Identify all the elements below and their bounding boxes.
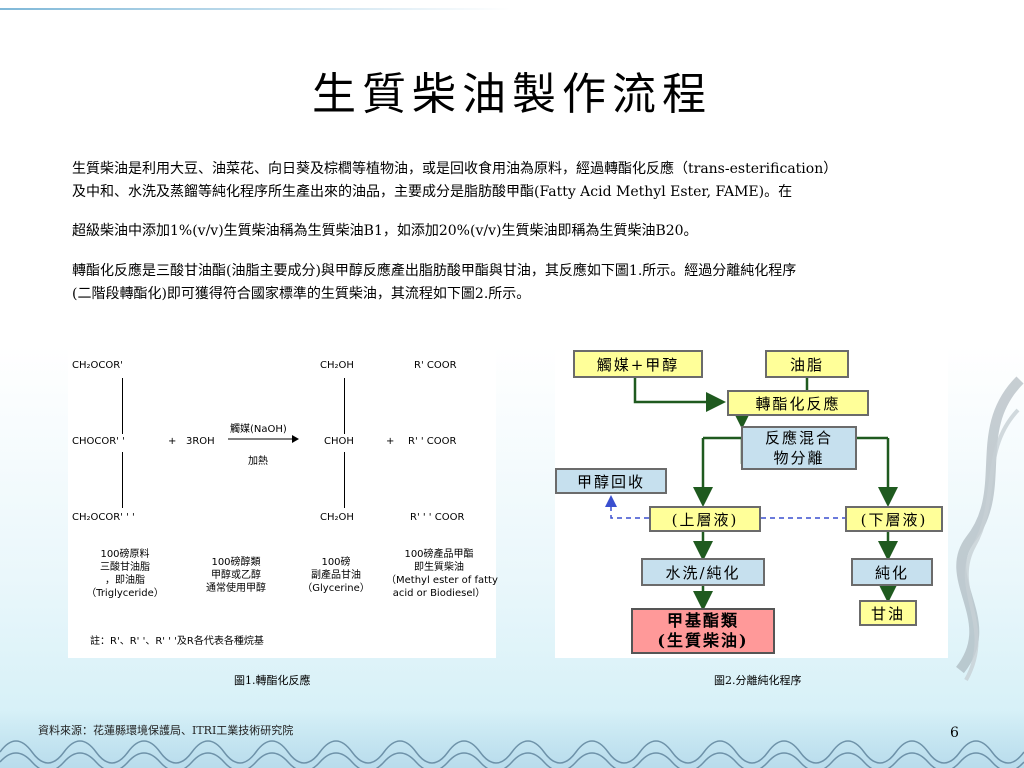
reactant-row1: CH₂OCOR' xyxy=(72,360,123,371)
reactant-row3: CH₂OCOR' ' ' xyxy=(72,512,135,523)
glycerol-row2: CHOH xyxy=(324,436,354,447)
figure2-caption: 圖2.分離純化程序 xyxy=(714,674,802,687)
reaction-figure: CH₂OCOR' CH₂OH R' COOR CHOCOR' ' + 3ROH … xyxy=(68,350,498,658)
alcohol: 3ROH xyxy=(186,436,215,447)
box-oil: 油脂 xyxy=(765,350,849,378)
box-wash-purify: 水洗/純化 xyxy=(641,558,765,586)
box-biodiesel-product: 甲基酯類(生質柴油) xyxy=(631,608,775,654)
reaction-paragraph: 轉酯化反應是三酸甘油酯(油脂主要成分)與甲醇反應產出脂肪酸甲酯與甘油，其反應如下… xyxy=(72,260,972,306)
heat-label: 加熱 xyxy=(248,456,268,467)
box-upper-layer: (上層液) xyxy=(649,506,761,532)
label-alcohol: 100磅醇類甲醇或乙醇通常使用甲醇 xyxy=(206,557,266,594)
page-number: 6 xyxy=(950,725,959,741)
glycerol-row3: CH₂OH xyxy=(320,512,354,523)
blend-paragraph: 超級柴油中添加1%(v/v)生質柴油稱為生質柴油B1，如添加20%(v/v)生質… xyxy=(72,223,698,239)
label-glycerine: 100磅副產品甘油（Glycerine） xyxy=(302,557,370,594)
bond-line-left-bottom xyxy=(122,452,123,508)
box-purify: 純化 xyxy=(851,558,933,586)
box-glycerin: 甘油 xyxy=(859,600,917,626)
glycerol-row1: CH₂OH xyxy=(320,360,354,371)
intro-paragraph: 生質柴油是利用大豆、油菜花、向日葵及棕櫚等植物油，或是回收食用油為原料，經過轉酯… xyxy=(72,158,972,204)
footer-wave-band xyxy=(0,710,1024,768)
plus-sign-2: + xyxy=(386,436,395,447)
ester-row1: R' COOR xyxy=(414,360,457,371)
page-title: 生質柴油製作流程 xyxy=(312,69,712,120)
wave-pattern-icon xyxy=(0,740,1024,768)
ester-row2: R' ' COOR xyxy=(408,436,457,447)
dragon-decoration-icon xyxy=(955,376,1024,681)
box-lower-layer: (下層液) xyxy=(845,506,943,532)
intro-line-2: 及中和、水洗及蒸餾等純化程序所生產出來的油品，主要成分是脂肪酸甲酯(Fatty … xyxy=(72,184,793,200)
box-catalyst-methanol: 觸媒+甲醇 xyxy=(573,350,703,378)
process-flow-figure: 觸媒+甲醇 油脂 轉酯化反應 反應混合物分離 甲醇回收 (上層液) (下層液) … xyxy=(555,350,948,658)
box-transesterification: 轉酯化反應 xyxy=(727,390,869,416)
catalyst-label: 觸媒(NaOH) xyxy=(230,424,287,435)
flow-connectors xyxy=(605,376,898,611)
intro-line-1: 生質柴油是利用大豆、油菜花、向日葵及棕櫚等植物油，或是回收食用油為原料，經過轉酯… xyxy=(72,161,838,177)
source-credit: 資料來源：花蓮縣環境保護局、ITRI工業技術研究院 xyxy=(38,724,294,737)
box-mixture-separation: 反應混合物分離 xyxy=(741,426,857,470)
reactant-row2: CHOCOR' ' xyxy=(72,436,125,447)
reaction-arrow xyxy=(228,435,299,443)
alkyl-note: 註：R'、R' '、R' ' '及R各代表各種烷基 xyxy=(90,636,264,647)
bond-line-right-bottom xyxy=(344,452,345,508)
reaction-line-1: 轉酯化反應是三酸甘油酯(油脂主要成分)與甲醇反應產出脂肪酸甲酯與甘油，其反應如下… xyxy=(72,263,797,279)
top-divider xyxy=(0,8,510,10)
plus-sign-1: + xyxy=(168,436,177,447)
label-triglyceride: 100磅原料三酸甘油脂，即油脂（Triglyceride） xyxy=(86,549,164,599)
reaction-line-2: (二階段轉酯化)即可獲得符合國家標準的生質柴油，其流程如下圖2.所示。 xyxy=(72,286,531,302)
box-methanol-recovery: 甲醇回收 xyxy=(555,468,667,494)
ester-row3: R' ' ' COOR xyxy=(410,512,465,523)
bond-line-right-top xyxy=(344,378,345,434)
figure1-caption: 圖1.轉酯化反應 xyxy=(234,674,311,687)
bond-line-left-top xyxy=(122,378,123,434)
